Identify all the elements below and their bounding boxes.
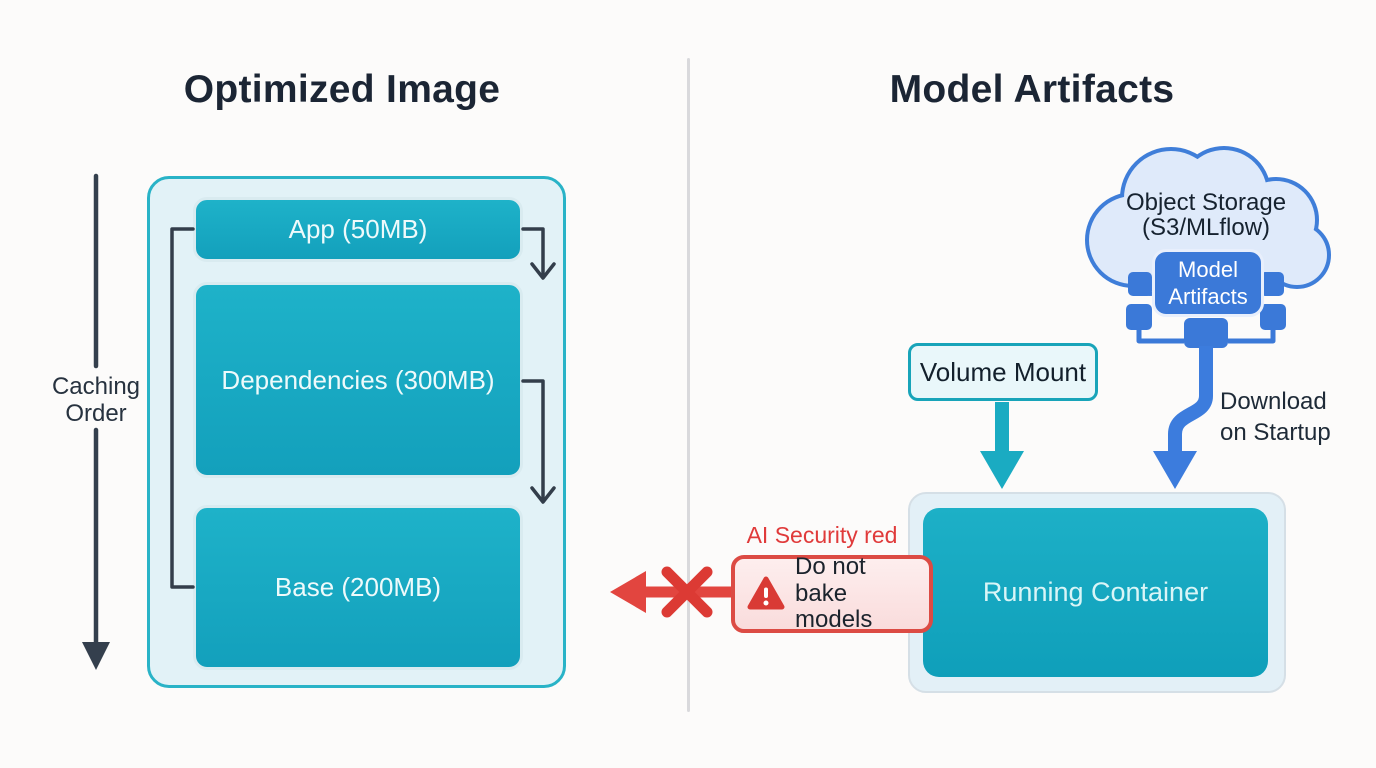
download-line1: Download: [1220, 388, 1327, 415]
object-storage-line1: Object Storage: [1125, 189, 1287, 216]
warning-callout: Do not bake models: [731, 552, 933, 635]
warning-triangle-icon: [747, 576, 785, 612]
volume-mount-arrow: [980, 402, 1024, 489]
layer-dependencies: Dependencies (300MB): [193, 282, 523, 478]
warning-message-line2: models: [795, 606, 873, 634]
model-artifacts-node: Model Artifacts: [1152, 249, 1264, 317]
right-panel-title: Model Artifacts: [889, 68, 1175, 111]
layer-base: Base (200MB): [193, 505, 523, 670]
left-panel-title: Optimized Image: [183, 68, 501, 111]
caching-order-line1: Caching: [51, 373, 141, 400]
model-artifacts-line1: Model: [1178, 256, 1238, 282]
warning-message: Do not bake models: [795, 552, 921, 635]
volume-mount-node: Volume Mount: [908, 343, 1098, 401]
warning-message-line1: Do not bake: [795, 552, 866, 607]
caching-order-line2: Order: [65, 399, 127, 427]
model-artifacts-line2: Artifacts: [1168, 284, 1248, 309]
layer-app: App (50MB): [193, 197, 523, 262]
download-line2: on Startup: [1220, 419, 1331, 447]
panel-divider: [687, 58, 690, 712]
object-storage-line2: (S3/MLflow): [1141, 214, 1271, 241]
prohibition-arrow: [610, 566, 737, 618]
object-storage-label: Object Storage (S3/MLflow): [1104, 190, 1308, 240]
download-on-startup-label: Download on Startup: [1220, 386, 1360, 448]
download-arrow: [1153, 346, 1213, 489]
warning-heading: AI Security red: [746, 522, 898, 548]
running-container-node: Running Container: [923, 508, 1268, 677]
caching-order-label: Caching Order: [36, 373, 156, 428]
